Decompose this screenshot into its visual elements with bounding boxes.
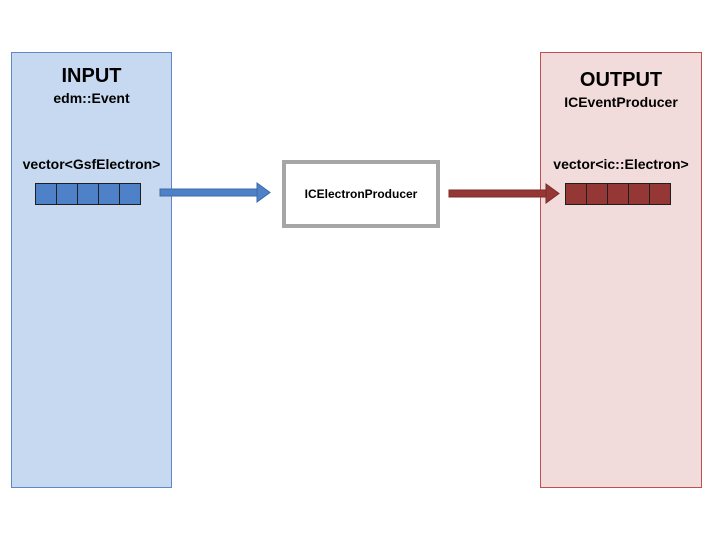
input-subtitle: edm::Event: [53, 90, 130, 106]
input-to-producer-arrow: [159, 182, 271, 203]
output-title: OUTPUT: [579, 69, 663, 91]
input-vector-label: vector<GsfElectron>: [22, 156, 161, 172]
input-panel: INPUT edm::Event vector<GsfElectron>: [11, 52, 172, 488]
output-vector-label: vector<ic::Electron>: [553, 156, 689, 172]
output-subtitle: ICEventProducer: [564, 94, 678, 110]
input-vector-cells: [35, 183, 141, 205]
input-vector-cell: [119, 183, 141, 205]
producer-box: ICElectronProducer: [282, 160, 440, 228]
producer-to-output-arrow: [448, 183, 560, 204]
input-title: INPUT: [61, 65, 122, 87]
output-vector-cells: [565, 183, 671, 205]
output-panel: OUTPUT ICEventProducer vector<ic::Electr…: [540, 52, 702, 488]
output-vector-cell: [649, 183, 671, 205]
producer-label: ICElectronProducer: [304, 187, 418, 201]
